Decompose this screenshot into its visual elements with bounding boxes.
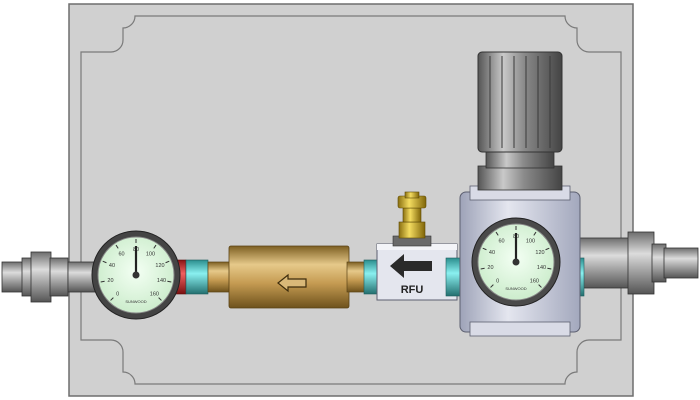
rfu-label: RFU bbox=[401, 284, 424, 296]
gauge-hub bbox=[132, 271, 140, 279]
gauge-scale-label: 0 bbox=[496, 278, 499, 284]
gauge-tick bbox=[538, 284, 542, 288]
gauge-scale-label: 20 bbox=[487, 265, 493, 271]
gauge-scale-label: 120 bbox=[155, 263, 164, 269]
left-gauge-assembly: 020406080100120140160 SUNWOOD bbox=[91, 230, 209, 320]
gauge-brand-label: SUNWOOD bbox=[125, 299, 146, 304]
teal-seal-ring-middle bbox=[363, 259, 379, 295]
gauge-tick bbox=[533, 231, 537, 236]
gauge-tick bbox=[158, 297, 162, 301]
gauge-tick bbox=[495, 231, 499, 236]
gauge-scale-label: 100 bbox=[526, 238, 535, 244]
flow-direction-arrow-icon bbox=[277, 273, 307, 293]
gauge-scale-label: 40 bbox=[489, 250, 495, 256]
gauge-brand-label: SUNWOOD bbox=[505, 286, 526, 291]
gauge-hub bbox=[512, 258, 520, 266]
gauge-scale-label: 140 bbox=[537, 265, 546, 271]
gauge-tick bbox=[102, 260, 107, 264]
gauge-scale-label: 160 bbox=[150, 291, 159, 297]
gauge-tick bbox=[115, 244, 119, 249]
gauge-tick bbox=[165, 260, 170, 264]
gauge-tick bbox=[547, 267, 552, 270]
gauge-tick bbox=[110, 297, 114, 301]
panel-recess-outline bbox=[80, 15, 622, 385]
gauge-tick bbox=[482, 247, 487, 251]
brass-flow-body bbox=[207, 245, 366, 309]
rfu-flow-arrow-icon bbox=[390, 254, 432, 278]
gauge-tick bbox=[490, 284, 494, 288]
adjustment-knob bbox=[477, 51, 563, 191]
gauge-tick bbox=[167, 280, 172, 283]
left-push-in-fitting bbox=[1, 251, 99, 303]
gauge-tick bbox=[100, 280, 105, 283]
gauge-scale-label: 120 bbox=[535, 250, 544, 256]
gauge-scale-label: 160 bbox=[530, 278, 539, 284]
rfu-sensor-block: RFU bbox=[376, 243, 458, 301]
gauge-scale-label: 40 bbox=[109, 263, 115, 269]
gold-quick-connect bbox=[392, 191, 432, 247]
left-pressure-gauge: 020406080100120140160 SUNWOOD bbox=[91, 230, 181, 320]
gauge-scale-label: 100 bbox=[146, 251, 155, 257]
right-push-in-fitting bbox=[579, 231, 699, 295]
gauge-scale-label: 140 bbox=[157, 278, 166, 284]
gauge-scale-label: 0 bbox=[116, 291, 119, 297]
gauge-scale-label: 60 bbox=[118, 251, 124, 257]
pressure-regulator: 020406080100120140160 SUNWOOD bbox=[445, 51, 585, 337]
regulator-pressure-gauge: 020406080100120140160 SUNWOOD bbox=[471, 217, 561, 307]
gauge-tick bbox=[153, 244, 157, 249]
gauge-scale-label: 20 bbox=[107, 278, 113, 284]
gauge-tick bbox=[545, 247, 550, 251]
gauge-scale-label: 60 bbox=[498, 238, 504, 244]
teal-seal-ring-left bbox=[185, 259, 209, 295]
gauge-tick bbox=[480, 267, 485, 270]
